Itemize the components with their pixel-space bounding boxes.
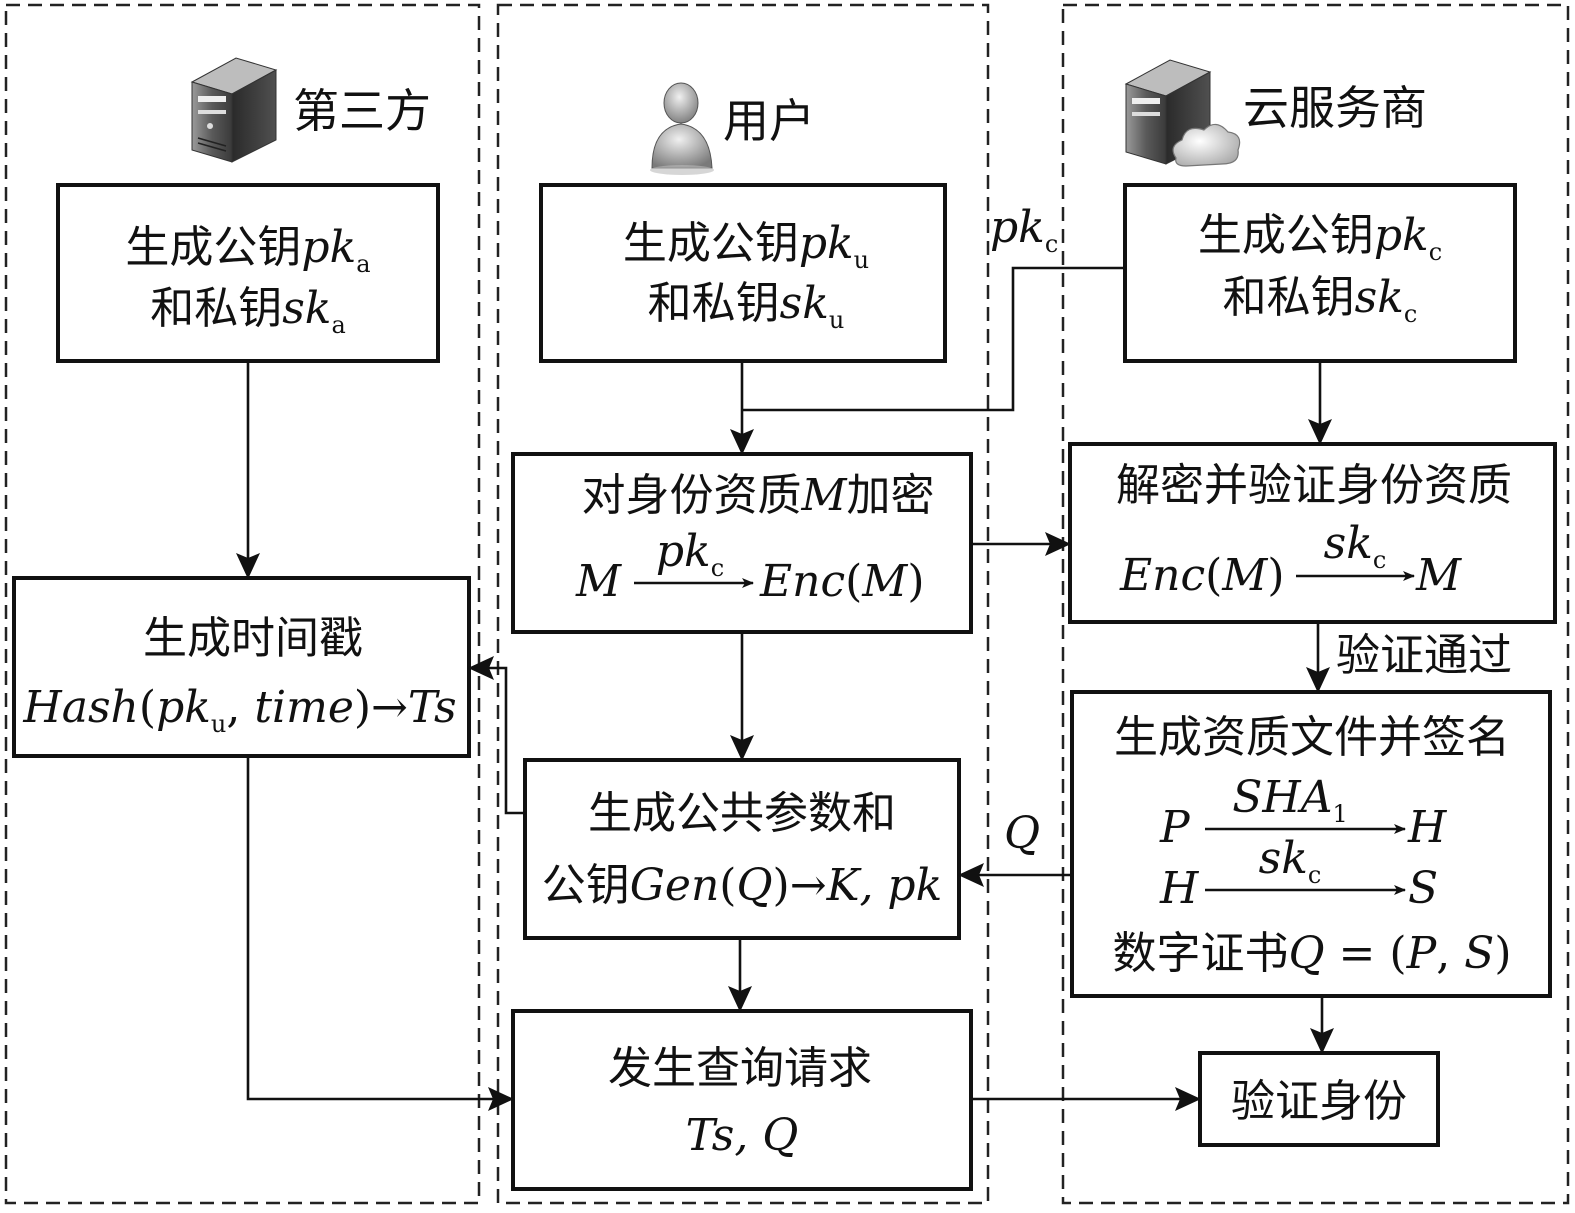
- user-encrypt-key: pkc: [656, 526, 724, 582]
- cloud-decrypt-title: 解密并验证身份资质: [1116, 460, 1512, 511]
- certify-sk: skc: [1259, 833, 1322, 889]
- edge-timestamp-to-query: [246, 756, 514, 1111]
- user-params-line2: 公钥Gen(Q)→K, pk: [542, 860, 943, 911]
- edge-params-to-timestamp: [468, 656, 525, 815]
- user-query-args: Ts, Q: [686, 1110, 799, 1161]
- certify-cert: 数字证书Q = (P, S): [1112, 928, 1511, 979]
- user-keygen-box: [539, 183, 947, 363]
- edge-pk-c-to-user: [742, 266, 1125, 412]
- user-query-title: 发生查询请求: [608, 1043, 872, 1094]
- cloud-keygen-line1: 生成公钥pkc: [1198, 210, 1442, 266]
- tp-keygen-line1: 生成公钥pka: [125, 222, 370, 278]
- edge-Q-label: Q: [1004, 808, 1040, 859]
- user-keygen-line1: 生成公钥pku: [623, 218, 869, 274]
- certify-H-out: H: [1407, 802, 1448, 853]
- tp-keygen-box: [56, 183, 440, 363]
- user-keygen-line2: 和私钥sku: [648, 278, 845, 334]
- cloud-certify-title: 生成资质文件并签名: [1114, 712, 1510, 763]
- certify-H: H: [1159, 863, 1200, 914]
- cloud-verify-label: 验证身份: [1231, 1076, 1407, 1127]
- lane-user: [496, 3, 990, 1205]
- lane-cloud: [1061, 3, 1570, 1205]
- cloud-decrypt-from: Enc(M): [1119, 550, 1285, 601]
- cloud-decrypt-to: M: [1415, 550, 1462, 601]
- lane-title-user: 用户: [723, 94, 815, 148]
- cloud-keygen-box: [1123, 183, 1517, 363]
- cloud-keygen-line2: 和私钥skc: [1223, 272, 1418, 328]
- lane-title-cloud: 云服务商: [1243, 81, 1427, 135]
- user-params-line1: 生成公共参数和: [588, 788, 896, 839]
- cloud-decrypt-box: [1068, 442, 1557, 624]
- user-encrypt-from: M: [575, 556, 622, 607]
- cloud-decrypt-key: skc: [1324, 518, 1387, 574]
- edge-pk-c-label: pkc: [990, 202, 1058, 258]
- tp-timestamp-title: 生成时间戳: [143, 613, 363, 664]
- certify-sha: SHA1: [1232, 772, 1348, 828]
- tp-timestamp-formula: Hash(pku, time)→Ts: [22, 682, 456, 738]
- user-encrypt-title: 对身份资质M加密: [581, 470, 934, 521]
- tp-keygen-line2: 和私钥ska: [150, 283, 346, 339]
- user-query-box: [511, 1009, 973, 1191]
- certify-P: P: [1159, 802, 1191, 853]
- cloud-certify-box: [1070, 690, 1552, 998]
- user-params-box: [523, 758, 961, 940]
- certify-S: S: [1408, 863, 1438, 914]
- cloud-server-icon: [1124, 59, 1241, 167]
- lane-title-third-party: 第三方: [293, 84, 431, 138]
- user-encrypt-to: Enc(M): [759, 556, 925, 607]
- tp-timestamp-box: [12, 576, 471, 758]
- user-icon: [650, 82, 714, 175]
- verify-pass-label: 验证通过: [1336, 630, 1512, 681]
- server-icon: [190, 57, 278, 163]
